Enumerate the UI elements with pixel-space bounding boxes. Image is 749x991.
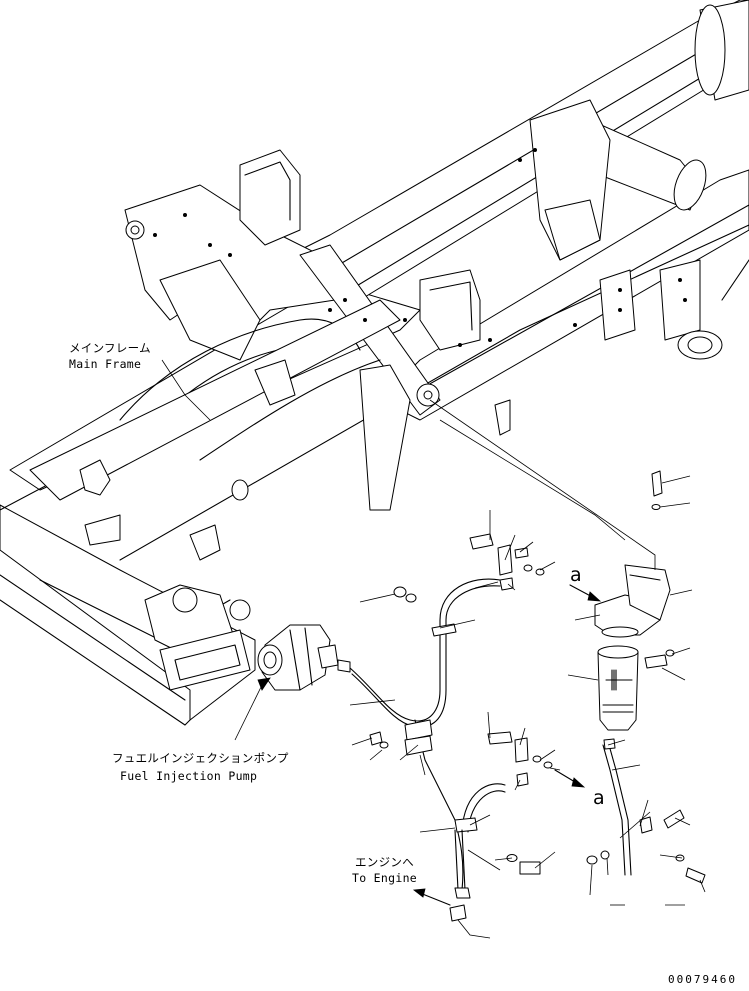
fuel-lines bbox=[349, 578, 632, 922]
to-engine-label-en: To Engine bbox=[352, 871, 417, 885]
fuel-pump-label-en: Fuel Injection Pump bbox=[120, 769, 257, 783]
main-frame bbox=[0, 0, 749, 726]
reference-a-bottom: a bbox=[593, 787, 605, 809]
reference-a-top: a bbox=[570, 564, 582, 586]
fuel-filter bbox=[594, 564, 671, 731]
hardware-bolts bbox=[369, 470, 706, 884]
leader-lines bbox=[161, 359, 706, 939]
frame-bolts bbox=[152, 147, 688, 347]
fuel-pump-label-ja: フュエルインジェクションポンプ bbox=[112, 751, 289, 765]
main-frame-label-en: Main Frame bbox=[69, 357, 141, 371]
to-engine-label-ja: エンジンへ bbox=[355, 855, 414, 869]
main-frame-label-ja: メインフレーム bbox=[69, 341, 151, 355]
drawing-number: 00079460 bbox=[668, 973, 737, 986]
fuel-injection-pump bbox=[257, 624, 351, 691]
arrows bbox=[257, 584, 602, 906]
